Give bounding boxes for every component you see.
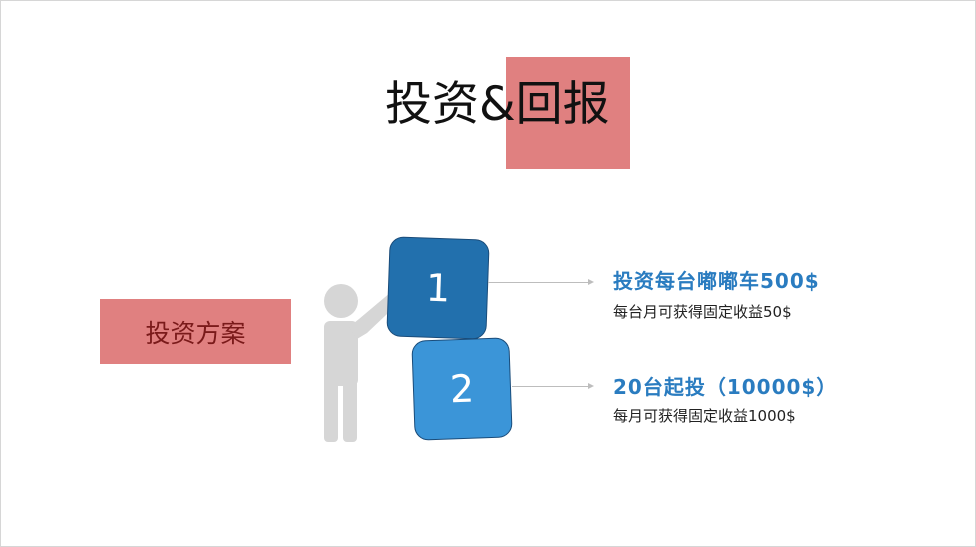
step-1-number: 1 bbox=[425, 265, 451, 311]
slide-title: 投资&回报 bbox=[385, 77, 610, 132]
person-pushing-blocks-icon bbox=[324, 284, 408, 442]
step-2-number: 2 bbox=[449, 366, 475, 412]
arrow-right-icon bbox=[488, 279, 594, 285]
step-1-heading: 投资每台嘟嘟车500$ bbox=[613, 269, 820, 293]
arrow-right-icon bbox=[512, 383, 594, 389]
step-2-block: 2 bbox=[411, 337, 513, 441]
plan-label-text: 投资方案 bbox=[145, 318, 246, 348]
title-accent-block bbox=[506, 57, 630, 169]
plan-label: 投资方案 bbox=[100, 299, 291, 364]
step-1-block: 1 bbox=[386, 236, 490, 340]
step-2-detail: 每月可获得固定收益1000$ bbox=[613, 407, 796, 425]
step-1-detail: 每台月可获得固定收益50$ bbox=[613, 303, 792, 321]
step-2-heading: 20台起投（10000$） bbox=[613, 375, 838, 399]
